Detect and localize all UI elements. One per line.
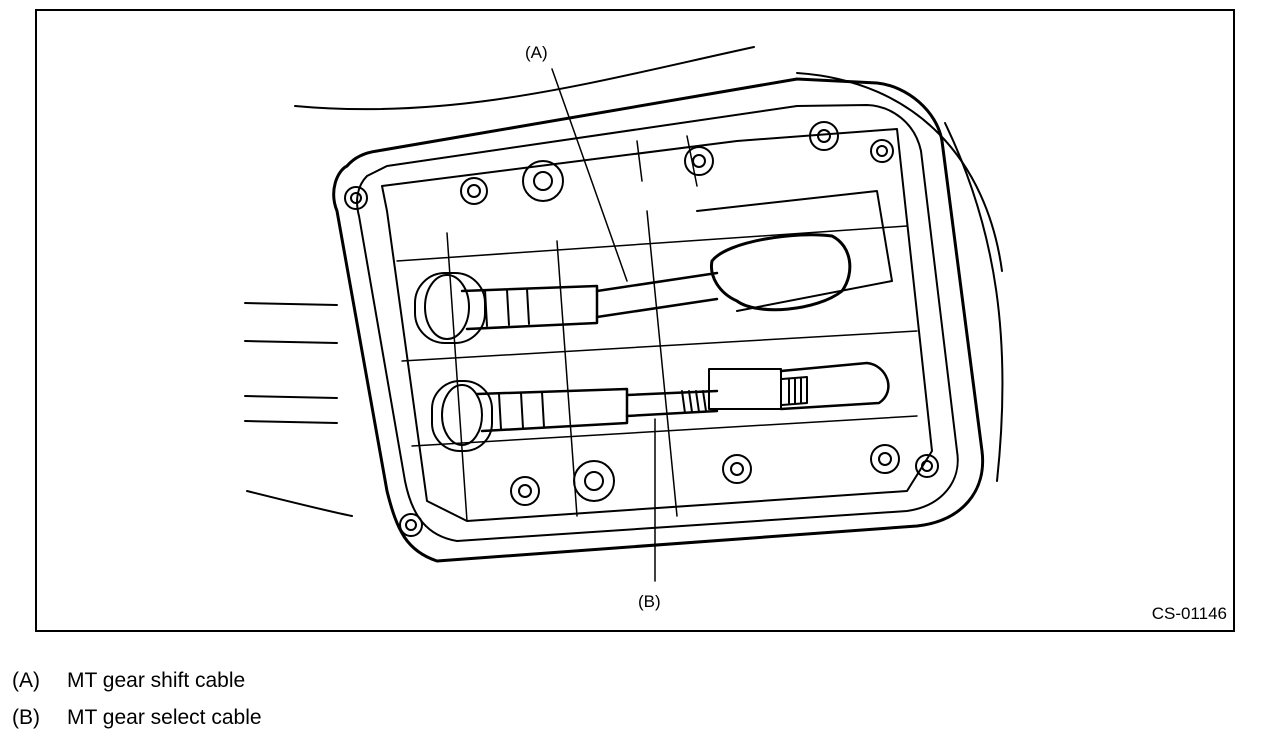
legend-item-b: (B) MT gear select cable (12, 699, 262, 736)
callout-a: (A) (525, 43, 548, 62)
left-cable-lower (244, 395, 338, 424)
left-cable-upper (244, 302, 338, 344)
select-cable-segments (498, 391, 545, 430)
legend-item-a: (A) MT gear shift cable (12, 662, 262, 699)
mounting-bolts (344, 121, 939, 537)
body-contour-right (796, 72, 1003, 272)
upper-grommet-ring (424, 274, 470, 340)
body-contour-top (294, 46, 755, 111)
figure-code: CS-01146 (1151, 604, 1227, 623)
floor-line-right (944, 122, 1004, 482)
body-contour-bottom-left (246, 490, 353, 517)
legend-label: MT gear shift cable (67, 668, 246, 692)
select-cable-end (708, 368, 782, 410)
plate-ribs (396, 135, 918, 522)
shift-cable-segments (484, 288, 530, 327)
select-cable-sleeve (475, 387, 629, 433)
legend-key: (A) (12, 668, 40, 692)
figure-frame: (A) (B) CS-01146 (35, 9, 1235, 632)
outer-plate (332, 77, 985, 563)
shift-cable-end (709, 233, 852, 312)
select-cable-threads (681, 390, 707, 414)
leader-line-a (551, 68, 628, 282)
callout-b: (B) (638, 592, 661, 611)
shift-lever-pocket (696, 190, 893, 312)
legend: (A) MT gear shift cable (B) MT gear sele… (12, 662, 262, 736)
select-clevis-thread (781, 376, 808, 406)
inner-plate-rim (356, 104, 959, 542)
shift-cable-sleeve (460, 284, 599, 331)
inner-frame (381, 128, 933, 522)
legend-key: (B) (12, 705, 40, 729)
select-cable-clevis (779, 361, 890, 411)
shift-mechanism-illustration (244, 46, 1004, 582)
legend-label: MT gear select cable (67, 705, 262, 729)
select-cable-rod (625, 389, 719, 418)
